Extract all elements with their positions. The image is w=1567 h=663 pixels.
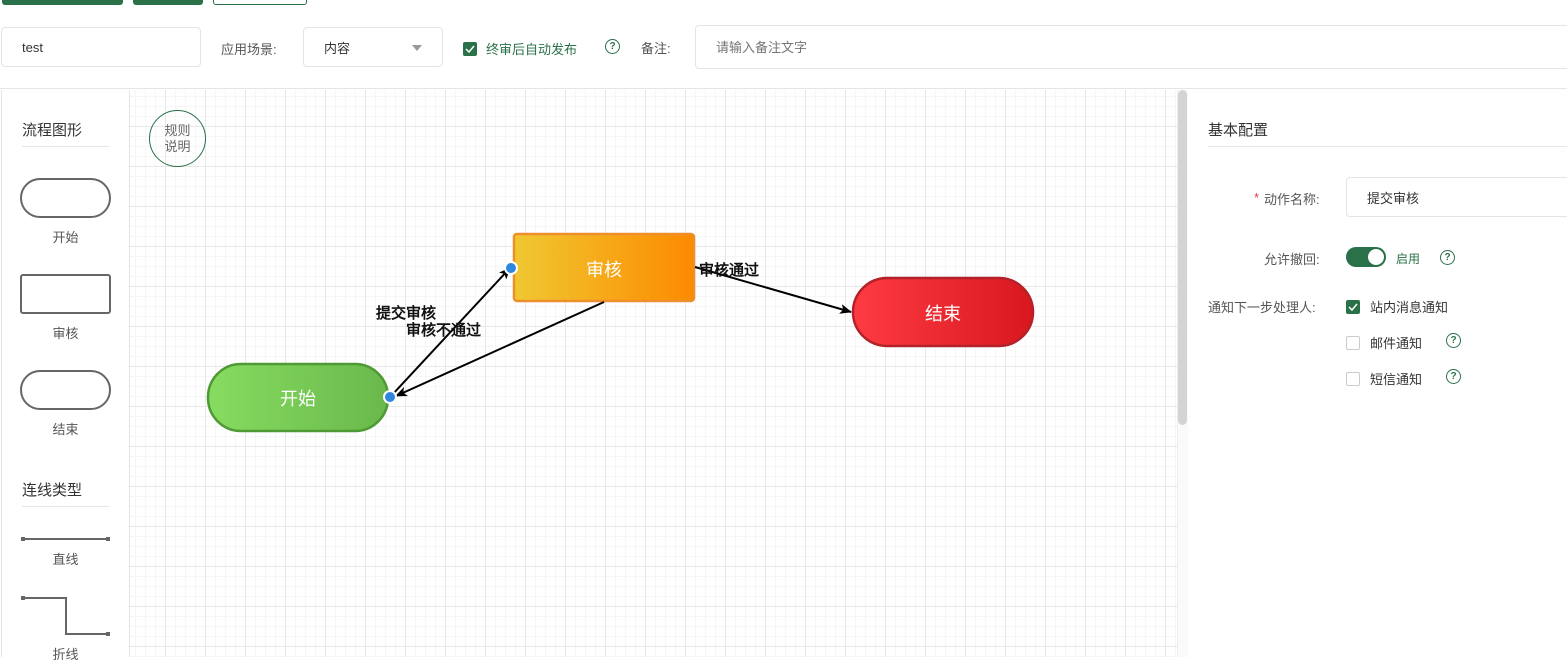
- divider: [22, 506, 109, 507]
- action-name-input[interactable]: 提交审核: [1346, 177, 1567, 217]
- palette-end-label: 结束: [52, 422, 79, 437]
- toggle-knob: [1368, 249, 1384, 265]
- auto-publish-checkbox[interactable]: 终审后自动发布: [463, 39, 577, 58]
- checkbox-box: [1346, 335, 1360, 350]
- notify-email-checkbox[interactable]: 邮件通知: [1346, 333, 1422, 352]
- check-icon: [463, 41, 477, 56]
- notify-sms-checkbox[interactable]: 短信通知: [1346, 369, 1422, 388]
- palette-straight-label: 直线: [52, 552, 79, 567]
- flow-diagram: [206, 232, 1035, 433]
- help-icon[interactable]: ?: [1440, 250, 1455, 265]
- notify-email-label: 邮件通知: [1370, 336, 1423, 351]
- connect-handle[interactable]: [504, 261, 518, 275]
- divider: [1208, 146, 1567, 147]
- workflow-name-input[interactable]: test: [1, 27, 201, 67]
- canvas-scrollbar-thumb[interactable]: [1178, 90, 1187, 425]
- help-icon[interactable]: ?: [1446, 369, 1461, 384]
- config-title: 基本配置: [1208, 122, 1269, 139]
- required-asterisk: *: [1254, 190, 1260, 205]
- allow-withdraw-label: 允许撤回:: [1264, 252, 1320, 267]
- notify-sms-label: 短信通知: [1370, 372, 1423, 387]
- notify-label: 通知下一步处理人:: [1208, 300, 1316, 315]
- rules-button-label: 规则说明: [164, 122, 191, 154]
- palette-straight-line[interactable]: [20, 532, 112, 546]
- rules-button[interactable]: 规则说明: [149, 110, 206, 167]
- checkbox-box: [1346, 371, 1360, 386]
- action-name-value: 提交审核: [1367, 190, 1420, 206]
- allow-withdraw-toggle[interactable]: [1346, 247, 1386, 267]
- help-icon[interactable]: ?: [605, 39, 620, 54]
- node-review-label: 审核: [586, 260, 622, 280]
- edge-submit-label[interactable]: 提交审核: [376, 305, 437, 322]
- scene-select-value: 内容: [324, 40, 351, 56]
- workflow-name-value: test: [22, 39, 43, 55]
- palette-end-shape[interactable]: [20, 370, 111, 410]
- divider: [0, 88, 1567, 89]
- help-icon[interactable]: ?: [1446, 333, 1461, 348]
- edge-approve[interactable]: [694, 266, 852, 314]
- check-icon: [1346, 299, 1360, 314]
- auto-publish-label: 终审后自动发布: [486, 42, 578, 57]
- notify-site-label: 站内消息通知: [1370, 300, 1449, 315]
- primary-button-2[interactable]: [133, 0, 203, 5]
- connect-handle[interactable]: [383, 390, 397, 404]
- caret-down-icon: [412, 45, 422, 51]
- flow-canvas[interactable]: [130, 90, 1177, 657]
- node-start-label: 开始: [280, 389, 316, 409]
- edge-reject[interactable]: [395, 301, 605, 397]
- edge-approve-label[interactable]: 审核通过: [699, 262, 760, 279]
- edge-reject-label[interactable]: 审核不通过: [406, 322, 482, 339]
- palette-polyline[interactable]: [20, 593, 112, 639]
- scene-label: 应用场景:: [221, 42, 277, 57]
- palette-review-shape[interactable]: [20, 274, 111, 314]
- palette-start-label: 开始: [52, 230, 79, 245]
- lines-title: 连线类型: [22, 482, 83, 499]
- node-end-label: 结束: [925, 304, 961, 324]
- primary-button-1[interactable]: [2, 0, 123, 5]
- shapes-title: 流程图形: [22, 122, 83, 139]
- outline-button[interactable]: [213, 0, 307, 5]
- node-end[interactable]: [851, 276, 1035, 348]
- notify-site-checkbox[interactable]: 站内消息通知: [1346, 297, 1448, 316]
- allow-withdraw-text: 启用: [1396, 252, 1421, 266]
- shape-palette: [1, 90, 130, 657]
- palette-start-shape[interactable]: [20, 178, 111, 218]
- scene-select[interactable]: 内容: [303, 27, 443, 67]
- action-name-label: 动作名称:: [1264, 192, 1320, 207]
- remark-label: 备注:: [641, 41, 671, 56]
- remark-input[interactable]: [695, 25, 1567, 69]
- edge-submit[interactable]: [391, 267, 511, 396]
- divider: [22, 146, 109, 147]
- palette-review-label: 审核: [52, 326, 79, 341]
